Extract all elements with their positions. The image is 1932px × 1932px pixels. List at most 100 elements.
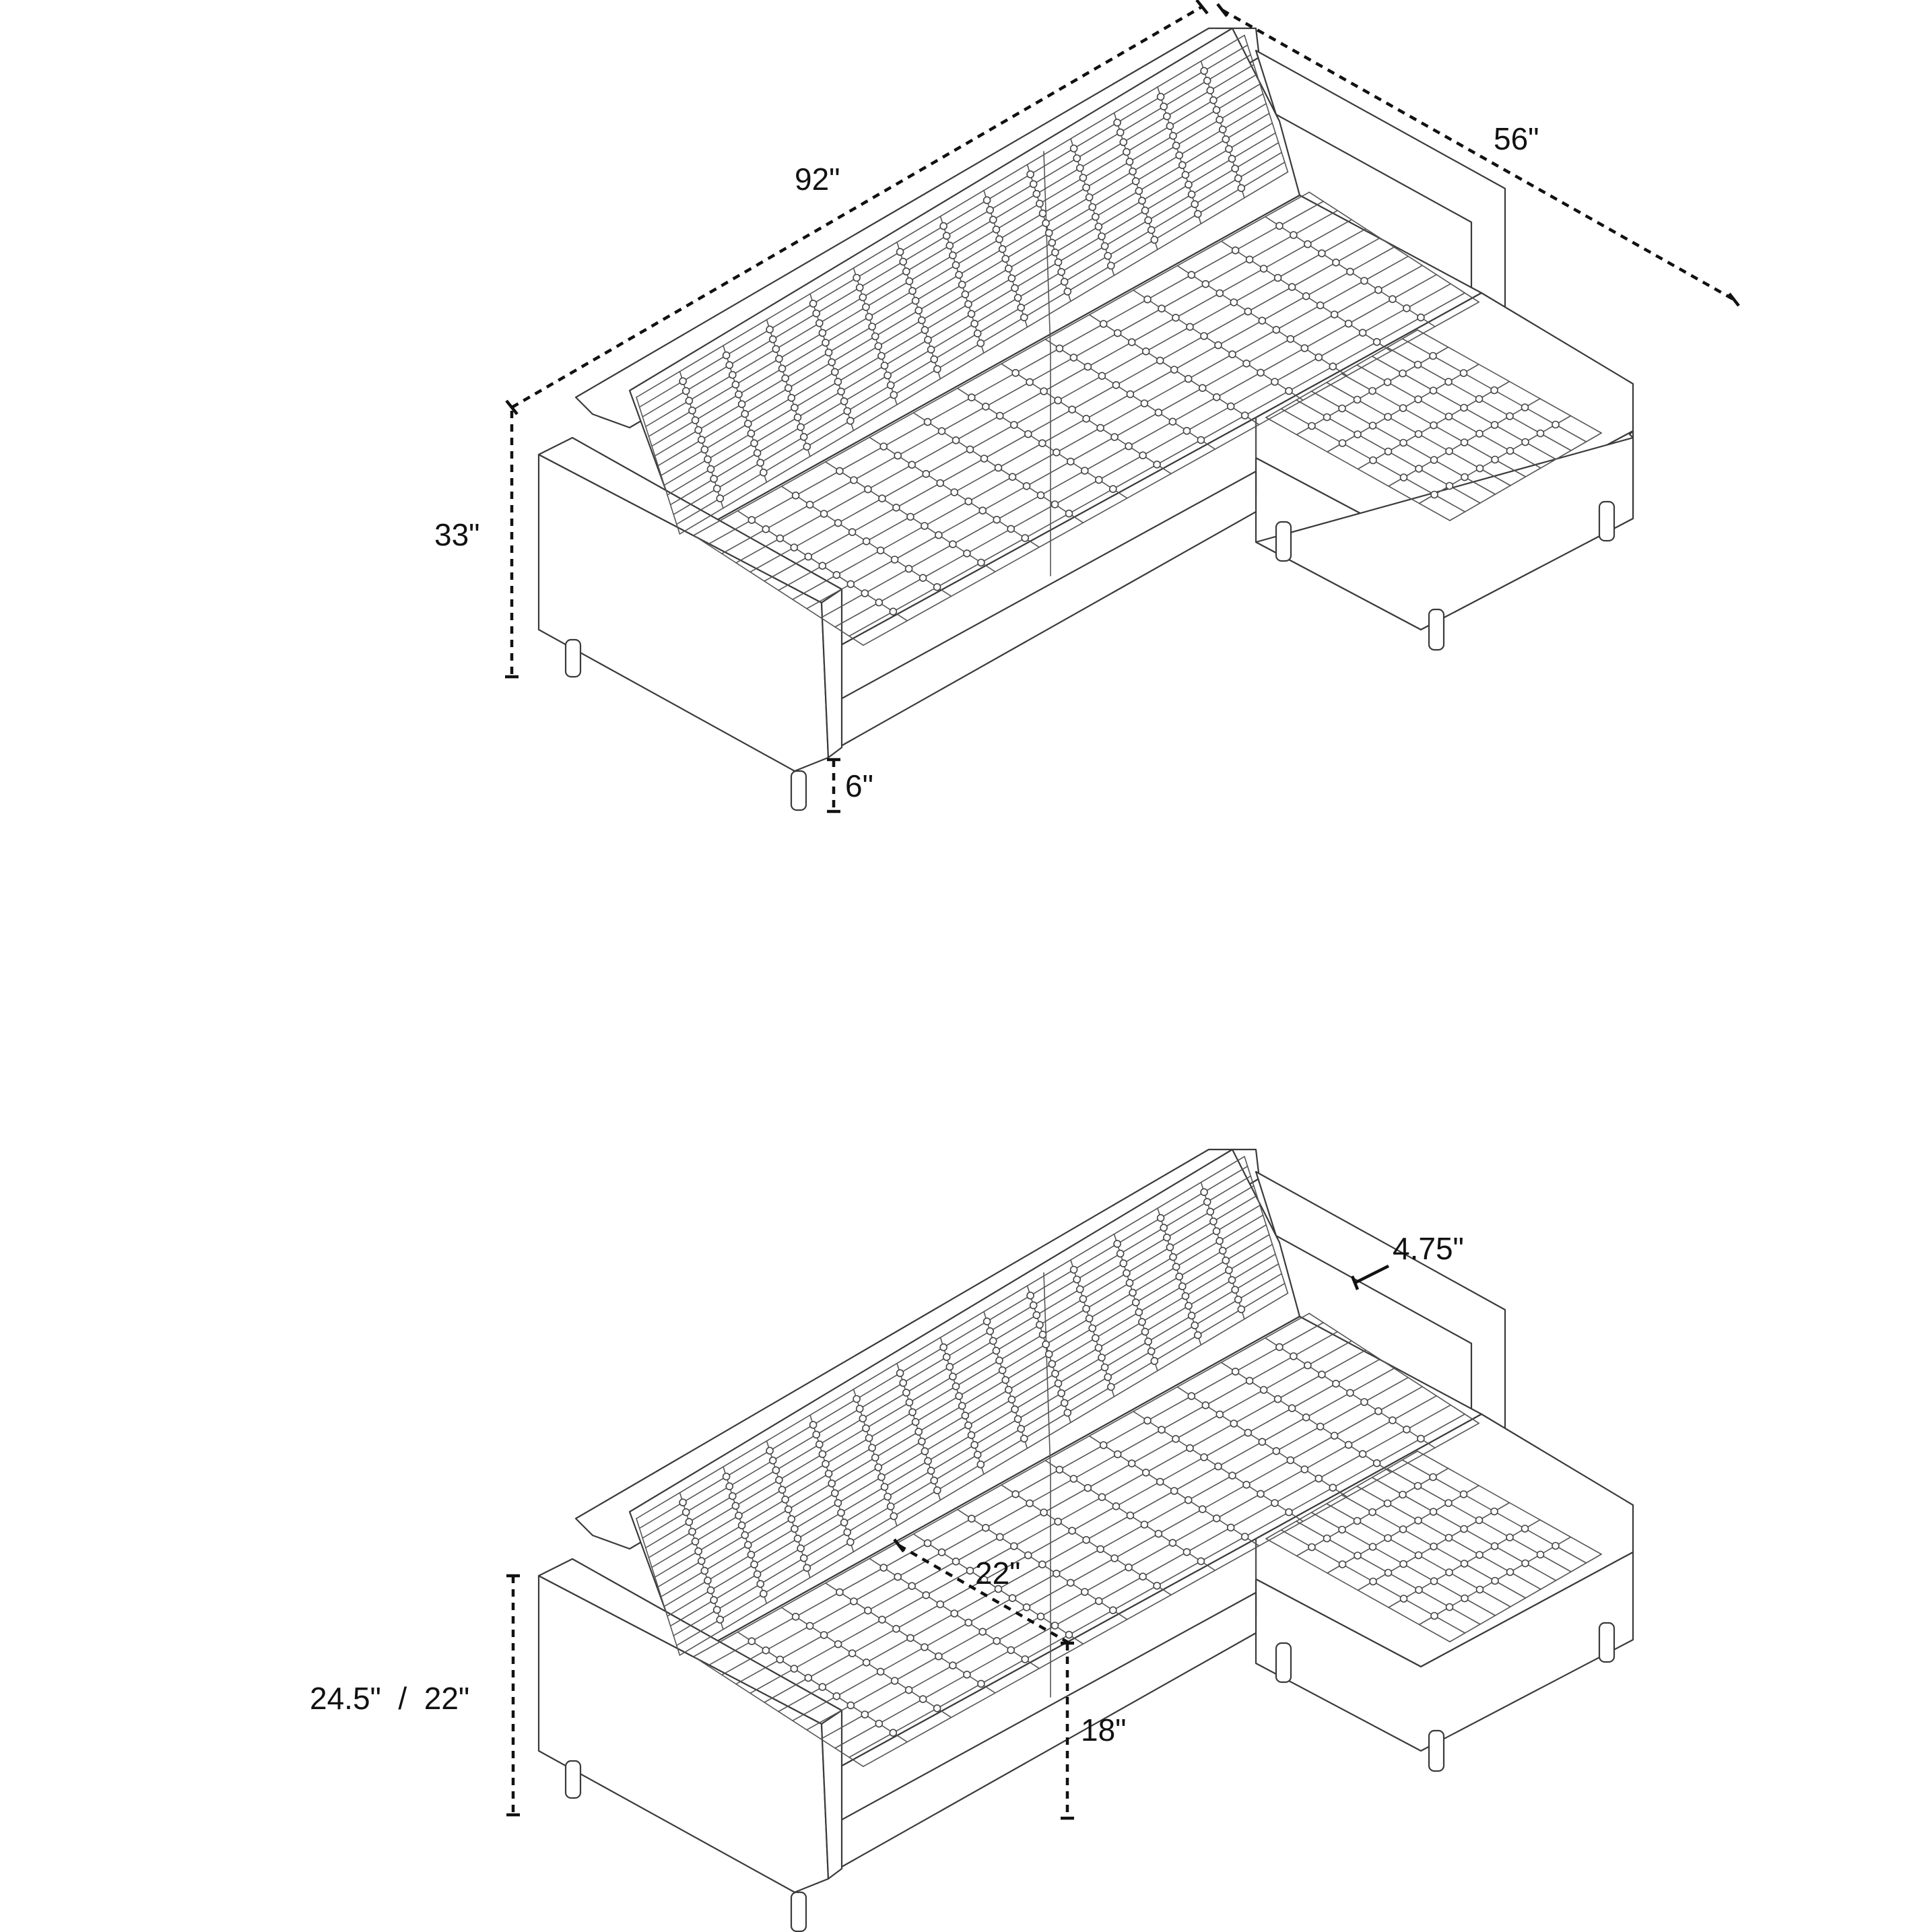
tuft-button (1187, 1392, 1196, 1401)
tuft-button (1272, 1446, 1281, 1455)
tuft-button (1029, 180, 1038, 189)
tuft-button (1230, 1420, 1238, 1428)
tuft-button (1140, 1521, 1149, 1529)
tuft-button (1286, 335, 1295, 343)
tuft-button (952, 436, 960, 444)
tuft-button (1384, 413, 1392, 421)
tuft-button (1354, 430, 1362, 438)
tuft-button (836, 467, 844, 475)
tuft-button (878, 494, 886, 503)
tuft-button (998, 1366, 1007, 1374)
tuft-button (1154, 1529, 1163, 1538)
tuft-button (995, 235, 1003, 244)
tuft-button (1414, 1517, 1422, 1525)
tuft-button (836, 1588, 844, 1597)
tuft-button (1259, 1386, 1268, 1394)
tuft-button (876, 546, 885, 555)
tuft-button (1098, 1354, 1106, 1362)
tuft-button (818, 562, 827, 570)
tuft-button (1150, 236, 1159, 244)
dimension-seat-height: 18" (1061, 1641, 1127, 1820)
tuft-button (1131, 1298, 1140, 1306)
tuft-button (952, 1382, 960, 1391)
tuft-button (1475, 430, 1484, 438)
tuft-button (1191, 1321, 1199, 1330)
tuft-button (884, 371, 892, 380)
tuft-button (967, 310, 976, 319)
tuft-button (1429, 352, 1437, 360)
tuft-button (1147, 226, 1156, 234)
tuft-button (731, 380, 740, 389)
tuft-button (930, 1476, 938, 1485)
tuft-seam (636, 1156, 1245, 1519)
tuft-button (993, 515, 1001, 524)
tuft-button (1109, 485, 1117, 494)
tuft-button (1429, 387, 1438, 395)
tuft-button (1222, 1257, 1230, 1265)
tuft-button (1186, 1444, 1194, 1453)
tuft-button (1138, 197, 1146, 205)
tuft-button (1036, 199, 1044, 208)
tuft-button (1040, 387, 1048, 395)
tuft-button (1536, 429, 1545, 438)
tuft-button (776, 534, 785, 543)
tuft-button (1368, 1543, 1377, 1551)
tuft-button (1399, 1560, 1407, 1568)
dimension-line (510, 5, 1203, 409)
tuft-button (1552, 1541, 1560, 1550)
tuft-button (989, 1337, 997, 1345)
tuft-button (1360, 277, 1368, 285)
tuft-button (982, 1317, 991, 1326)
tuft-button (1197, 436, 1205, 444)
tuft-button (1051, 1622, 1059, 1630)
tuft-button (1187, 1311, 1196, 1320)
tuft-button (729, 1492, 737, 1500)
sofa-leg (1428, 1729, 1445, 1772)
dimension-line (1221, 9, 1735, 301)
tuft-button (1163, 112, 1171, 121)
tuft-button (1244, 1428, 1253, 1437)
tuft-button (949, 540, 957, 549)
tuft-button (1051, 248, 1059, 257)
tuft-button (889, 607, 898, 616)
tuft-button (704, 1576, 712, 1585)
tuft-button (886, 1502, 895, 1510)
tuft-button (968, 1514, 976, 1523)
tuft-button (1081, 1588, 1089, 1596)
tuft-button (1430, 1577, 1438, 1585)
tuft-button (1051, 1370, 1059, 1378)
dimension-arm-width: 4.75" (1350, 1231, 1464, 1290)
tuft-button (1445, 481, 1454, 490)
tuft-seam (693, 191, 1310, 536)
tuft-button (804, 1673, 813, 1682)
tuft-button (1417, 313, 1425, 322)
tuft-button (716, 494, 725, 502)
tuft-button (1011, 1490, 1020, 1498)
tuft-button (1237, 184, 1246, 193)
tuft-button (1368, 422, 1377, 430)
tuft-button (1084, 362, 1092, 371)
tuft-button (921, 1447, 929, 1455)
tuft-button (1429, 1473, 1437, 1481)
tuft-button (1020, 313, 1028, 322)
tuft-button (1399, 473, 1408, 481)
tuft-button (1521, 438, 1529, 446)
tuft-button (1332, 1379, 1340, 1388)
tuft-button (914, 306, 923, 314)
tuft-button (862, 1658, 871, 1667)
dimension-height: 33" (434, 411, 519, 679)
sofa-leg (1598, 1622, 1615, 1663)
tuft-button (879, 1564, 888, 1572)
tuft-button (768, 1456, 777, 1465)
tuft-button (1300, 1465, 1309, 1473)
sofa-leg (790, 1891, 807, 1932)
tuft-button (1088, 203, 1096, 211)
tuft-button (876, 1667, 885, 1676)
tuft-button (977, 1679, 985, 1688)
tuft-button (1417, 1434, 1425, 1443)
tuft-button (735, 1511, 743, 1520)
tuft-button (853, 273, 861, 282)
tuft-button (1212, 106, 1221, 114)
tuft-button (1399, 404, 1407, 412)
tuft-button (1125, 1563, 1133, 1572)
